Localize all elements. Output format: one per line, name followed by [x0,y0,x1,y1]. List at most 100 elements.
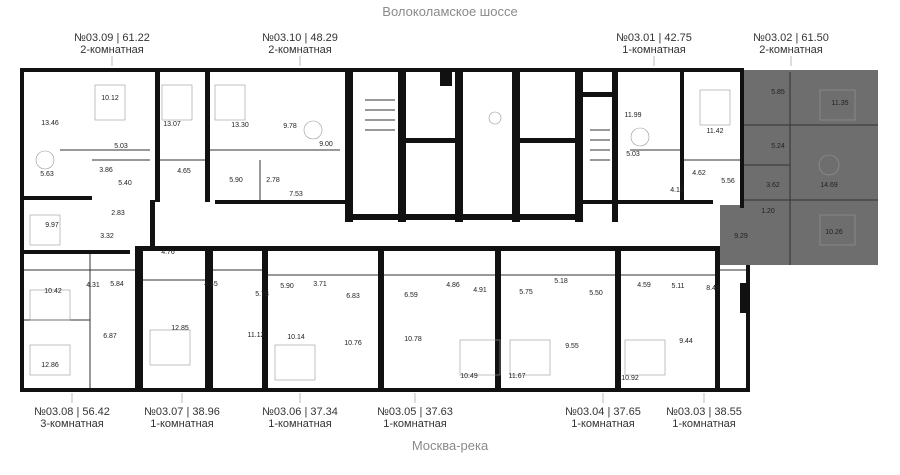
room-area-label: 10.76 [344,340,362,347]
apartment-label-03-04[interactable]: №03.04 | 37.65 1-комнатная [565,393,641,430]
room-area-label: 13.07 [163,121,181,128]
unit-partitions [20,72,878,388]
room-area-label: 1.20 [761,208,775,215]
room-area-label: 6.87 [103,333,117,340]
room-area-label: 5.90 [280,283,294,290]
room-area-label: 4.76 [161,249,175,256]
building-core [345,72,618,222]
room-area-label: 11.12 [248,332,265,339]
room-area-label: 13.30 [231,122,249,129]
room-area-label: 5.18 [554,278,568,285]
room-area-label: 4.59 [637,282,651,289]
room-area-label: 4.13 [670,187,684,194]
svg-text:1-комнатная: 1-комнатная [150,418,214,430]
room-area-label: 13.46 [41,120,59,127]
room-area-label: 4.65 [177,168,191,175]
room-area-label: 3.32 [100,233,114,240]
svg-text:№03.08 | 56.42: №03.08 | 56.42 [34,406,110,418]
apartment-label-03-07[interactable]: №03.07 | 38.96 1-комнатная [144,393,220,430]
svg-text:№03.01 | 42.75: №03.01 | 42.75 [616,32,692,44]
room-area-label: 9.78 [283,123,297,130]
room-area-label: 5.03 [114,143,128,150]
room-area-label: 4.31 [86,282,100,289]
apartment-label-03-03[interactable]: №03.03 | 38.55 1-комнатная [666,393,742,430]
room-area-label: 9.44 [679,338,693,345]
room-area-label: 12.86 [41,362,59,369]
room-area-label: 9.55 [565,343,579,350]
corridor-walls [135,200,720,251]
svg-text:2-комнатная: 2-комнатная [268,44,332,56]
room-area-label: 10.92 [621,375,639,382]
room-area-label: 5.84 [110,281,124,288]
room-area-label: 8.49 [706,285,720,292]
svg-text:2-комнатная: 2-комнатная [80,44,144,56]
room-area-label: 5.24 [771,143,785,150]
room-area-label: 5.85 [771,89,785,96]
room-area-label: 6.83 [346,293,360,300]
room-area-label: 4.45 [204,281,218,288]
room-area-label: 9.29 [734,233,748,240]
room-area-label: 5.78 [255,291,269,298]
room-area-label: 3.71 [313,281,327,288]
furniture [29,84,856,381]
svg-text:№03.05 | 37.63: №03.05 | 37.63 [377,406,453,418]
room-area-label: 5.50 [589,290,603,297]
apartment-label-03-02[interactable]: №03.02 | 61.50 2-комнатная [753,32,829,66]
room-area-label: 10.42 [44,288,62,295]
room-area-label: 5.56 [721,178,735,185]
room-area-label: 5.75 [519,289,533,296]
room-area-label: 3.62 [766,182,780,189]
room-area-label: 2.83 [111,210,125,217]
room-area-label: 3.86 [99,167,113,174]
room-area-label: 14.69 [820,182,838,189]
svg-text:№03.07 | 38.96: №03.07 | 38.96 [144,406,220,418]
room-area-label: 11.99 [625,112,642,119]
svg-text:1-комнатная: 1-комнатная [571,418,635,430]
room-area-label: 10.26 [825,229,843,236]
svg-text:1-комнатная: 1-комнатная [383,418,447,430]
room-area-label: 9.00 [319,141,333,148]
apartment-03-02-highlight[interactable] [720,70,878,265]
svg-text:№03.09 | 61.22: №03.09 | 61.22 [74,32,150,44]
apartment-label-03-08[interactable]: №03.08 | 56.42 3-комнатная [34,393,110,430]
room-area-label: 6.59 [404,292,418,299]
room-area-label: 10.14 [287,334,305,341]
room-area-label: 11.42 [707,128,724,135]
room-area-label: 7.53 [289,191,303,198]
room-area-label: 5.03 [626,151,640,158]
svg-text:№03.06 | 37.34: №03.06 | 37.34 [262,406,338,418]
apartment-label-03-05[interactable]: №03.05 | 37.63 1-комнатная [377,393,453,430]
room-area-label: 10.12 [101,95,119,102]
outer-walls [20,68,750,392]
svg-text:2-комнатная: 2-комнатная [759,44,823,56]
room-area-label: 11.67 [509,373,526,380]
street-label-top: Волоколамское шоссе [382,4,517,19]
room-area-label: 4.62 [692,170,706,177]
room-area-label: 9.97 [45,222,59,229]
apartment-label-03-10[interactable]: №03.10 | 48.29 2-комнатная [262,32,338,66]
apartment-label-03-09[interactable]: №03.09 | 61.22 2-комнатная [74,32,150,66]
room-area-label: 4.91 [473,287,487,294]
svg-text:№03.03 | 38.55: №03.03 | 38.55 [666,406,742,418]
apartment-label-03-01[interactable]: №03.01 | 42.75 1-комнатная [616,32,692,66]
room-area-labels: 13.46 10.12 13.07 13.30 9.78 9.00 5.03 5.63 3.86… [40,89,848,382]
svg-text:1-комнатная: 1-комнатная [672,418,736,430]
svg-text:1-комнатная: 1-комнатная [268,418,332,430]
room-area-label: 5.90 [229,177,243,184]
room-area-label: 10.49 [460,373,478,380]
room-area-label: 4.86 [446,282,460,289]
room-area-label: 5.63 [40,171,54,178]
svg-text:№03.10 | 48.29: №03.10 | 48.29 [262,32,338,44]
room-area-label: 11.35 [832,100,849,107]
street-label-bottom: Москва-река [412,438,489,453]
room-area-label: 5.40 [118,180,132,187]
svg-text:№03.04 | 37.65: №03.04 | 37.65 [565,406,641,418]
room-area-label: 10.78 [404,336,422,343]
room-area-label: 2.78 [266,177,280,184]
svg-text:3-комнатная: 3-комнатная [40,418,104,430]
room-area-label: 5.11 [671,283,684,290]
svg-text:1-комнатная: 1-комнатная [622,44,686,56]
apartment-label-03-06[interactable]: №03.06 | 37.34 1-комнатная [262,393,338,430]
room-area-label: 12.85 [171,325,189,332]
